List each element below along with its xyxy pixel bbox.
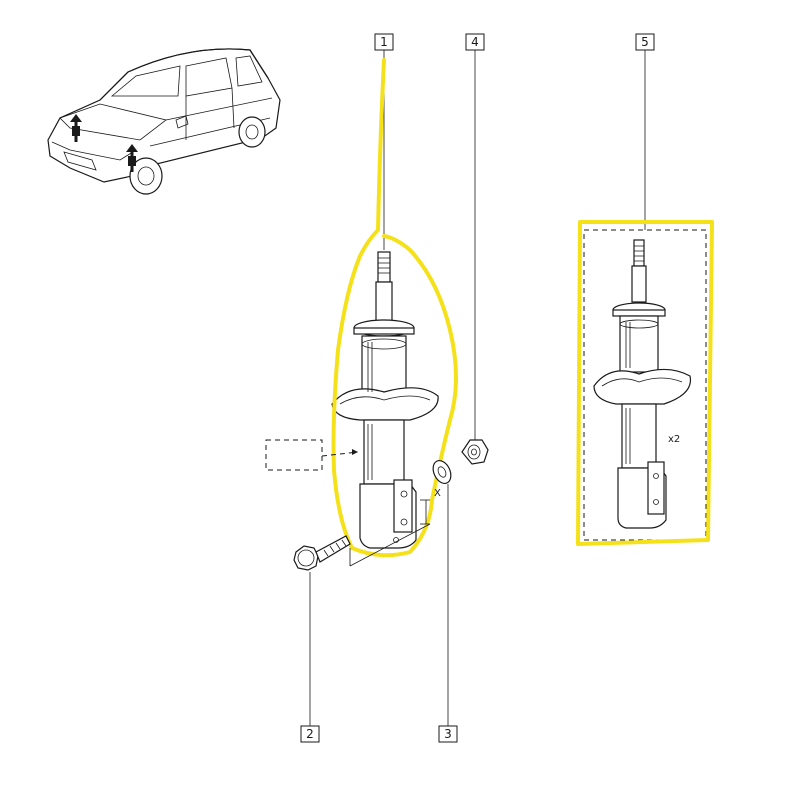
shock-absorber-main	[331, 251, 439, 549]
car-illustration	[47, 48, 281, 195]
callout-1-label: 1	[380, 35, 388, 49]
washer	[432, 460, 452, 484]
nut	[461, 439, 489, 465]
highlight-outline-kit	[576, 220, 714, 546]
dimension-x: X	[349, 488, 441, 567]
dimension-x-label: X	[434, 488, 441, 499]
reference-box	[265, 439, 359, 471]
callout-5-label: 5	[641, 35, 649, 49]
callout-2-label: 2	[306, 727, 314, 741]
callout-2: 2	[300, 572, 320, 743]
highlight-outline-main	[331, 58, 458, 558]
shock-absorber-kit: x2	[583, 229, 707, 541]
quantity-label: x2	[668, 434, 680, 445]
bolt	[293, 535, 351, 571]
front-strut-marker-right	[126, 144, 138, 172]
callout-4-label: 4	[471, 35, 479, 49]
callout-5: 5	[635, 33, 655, 230]
callout-4: 4	[465, 33, 485, 440]
callout-3-label: 3	[444, 727, 452, 741]
callout-3: 3	[438, 484, 458, 743]
front-strut-marker-left	[70, 114, 82, 142]
